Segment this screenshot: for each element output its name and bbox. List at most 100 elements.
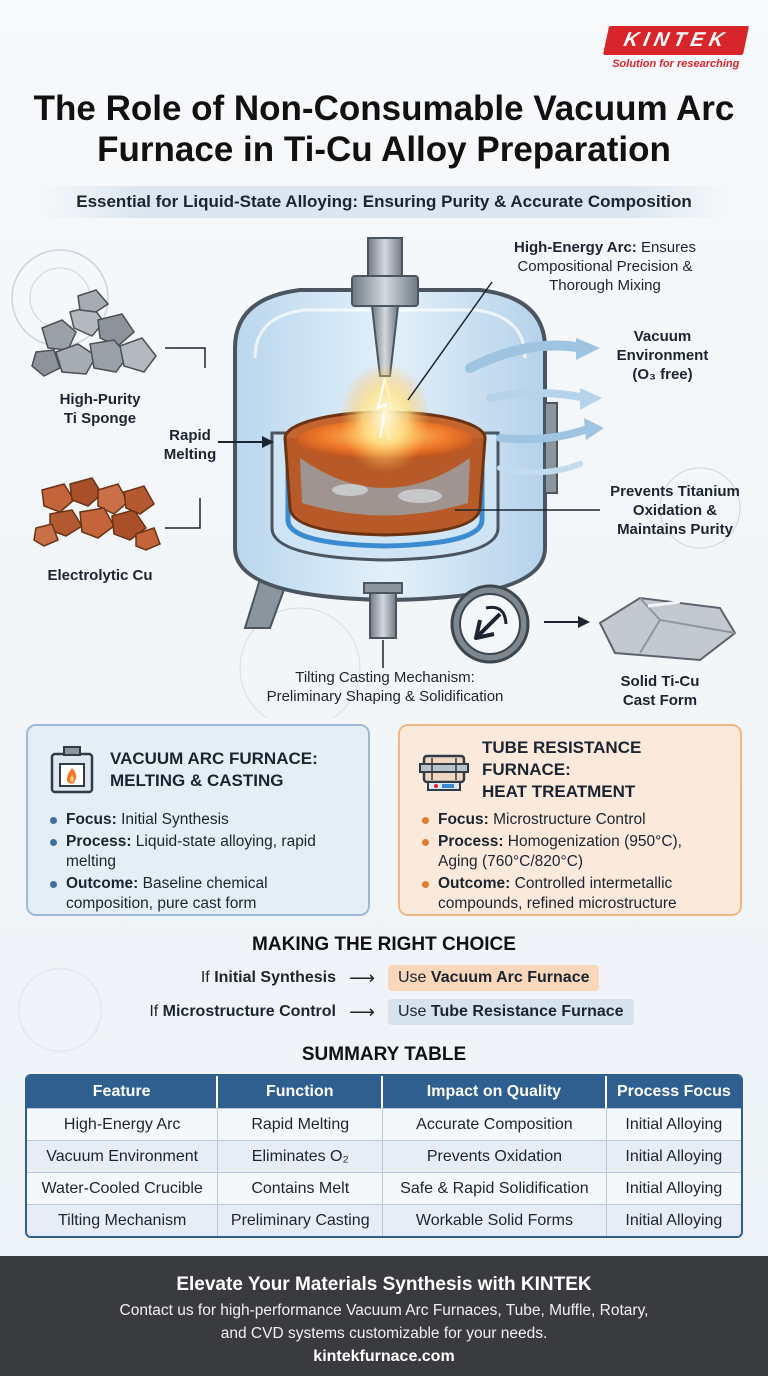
choice-if: If [149, 1003, 163, 1020]
arc-label-bold: High-Energy Arc: [514, 239, 637, 256]
list-item-value: Liquid-state alloying, rapid melting [66, 833, 316, 870]
vacuum-label-line2: Environment [616, 347, 709, 364]
brand-name: KINTEK [602, 26, 750, 55]
tilting-label: Tilting Casting Mechanism: Preliminary S… [230, 668, 540, 706]
list-item: Process: Liquid-state alloying, rapid me… [46, 832, 350, 872]
prevents-label-line2: Oxidation & [632, 502, 718, 519]
tube-furnace-title-line1: TUBE RESISTANCE FURNACE: [482, 738, 642, 779]
summary-heading: SUMMARY TABLE [301, 1044, 467, 1065]
table-cell: Eliminates O₂ [218, 1140, 384, 1172]
table-cell: Initial Alloying [606, 1172, 741, 1204]
column-header: Process Focus [606, 1076, 741, 1108]
prevents-oxidation-label: Prevents Titanium Oxidation & Maintains … [590, 482, 760, 539]
footer-text-line2: and CVD systems customizable for your ne… [220, 1325, 548, 1342]
brand-tagline: Solution for researching [612, 58, 740, 70]
table-cell: Initial Alloying [606, 1108, 741, 1140]
list-item-key: Focus: [66, 811, 117, 828]
ti-label-line1: High-Purity [59, 391, 141, 408]
list-item-key: Outcome: [66, 875, 139, 892]
footer-banner: Elevate Your Materials Synthesis with KI… [0, 1256, 768, 1376]
summary-table: Feature Function Impact on Quality Proce… [25, 1074, 743, 1238]
brand-logo[interactable]: KINTEK Solution for researching [602, 26, 750, 70]
table-cell: High-Energy Arc [27, 1108, 219, 1140]
list-item: Focus: Initial Synthesis [46, 810, 350, 830]
table-cell: Workable Solid Forms [383, 1204, 607, 1236]
table-cell: Prevents Oxidation [383, 1140, 607, 1172]
table-cell: Initial Alloying [606, 1204, 741, 1236]
table-cell: Tilting Mechanism [27, 1204, 219, 1236]
ti-label-line2: Ti Sponge [63, 410, 137, 427]
electrolytic-cu-label: Electrolytic Cu [47, 567, 153, 584]
choice-cond-text: Initial Synthesis [214, 969, 336, 986]
vacuum-label-line1: Vacuum [633, 328, 692, 345]
list-item: Focus: Microstructure Control [418, 810, 722, 830]
arc-label: High-Energy Arc: Ensures Compositional P… [470, 238, 740, 295]
column-header: Feature [27, 1076, 219, 1108]
table-cell: Preliminary Casting [218, 1204, 384, 1236]
rapid-label-line2: Melting [163, 446, 217, 463]
page-title: The Role of Non-Consumable Vacuum Arc Fu… [33, 89, 735, 169]
choice-target: Vacuum Arc Furnace [430, 969, 590, 986]
tube-furnace-card: TUBE RESISTANCE FURNACE: HEAT TREATMENT … [398, 724, 742, 916]
vacuum-arc-title-line1: VACUUM ARC FURNACE: [110, 749, 318, 768]
choice-recommendation: Use Vacuum Arc Furnace [388, 965, 600, 991]
list-item-value: Microstructure Control [488, 811, 646, 828]
rapid-melting-label: Rapid Melting [150, 426, 230, 464]
vacuum-arc-title-line2: MELTING & CASTING [110, 771, 284, 790]
list-item-value: Initial Synthesis [116, 811, 229, 828]
choice-if: If [200, 969, 215, 986]
list-item: Process: Homogenization (950°C), Aging (… [418, 832, 722, 872]
footer-website-link[interactable]: kintekfurnace.com [313, 1348, 455, 1365]
table-cell: Rapid Melting [218, 1108, 384, 1140]
choice-row-synthesis: If Initial Synthesis ⟶ Use Vacuum Arc Fu… [160, 964, 600, 992]
table-row: Water-Cooled Crucible Contains Melt Safe… [27, 1172, 741, 1204]
list-item-value: Baseline chemical composition, pure cast… [66, 875, 268, 912]
arc-label-text1: Ensures [636, 239, 696, 256]
vacuum-arc-card-title: VACUUM ARC FURNACE: MELTING & CASTING [110, 748, 318, 792]
table-cell: Accurate Composition [383, 1108, 607, 1140]
tube-furnace-card-header: TUBE RESISTANCE FURNACE: HEAT TREATMENT [418, 737, 722, 803]
vacuum-arc-card-header: VACUUM ARC FURNACE: MELTING & CASTING [46, 740, 350, 800]
footer-heading: Elevate Your Materials Synthesis with KI… [176, 1274, 592, 1295]
list-item-key: Outcome: [438, 875, 511, 892]
table-cell: Initial Alloying [606, 1140, 741, 1172]
list-item: Outcome: Baseline chemical composition, … [46, 874, 350, 914]
furnace-flame-icon [50, 746, 94, 794]
choice-heading: MAKING THE RIGHT CHOICE [252, 934, 516, 955]
tube-furnace-card-title: TUBE RESISTANCE FURNACE: HEAT TREATMENT [482, 737, 722, 803]
arrow-right-icon: ⟶ [349, 967, 375, 988]
choice-row-microstructure: If Microstructure Control ⟶ Use Tube Res… [144, 998, 634, 1026]
table-header-row: Feature Function Impact on Quality Proce… [27, 1076, 741, 1108]
solid-cast-label: Solid Ti-Cu Cast Form [600, 672, 720, 710]
list-item-value: Homogenization (950°C), Aging (760°C/820… [438, 833, 682, 870]
solid-label-line1: Solid Ti-Cu [620, 673, 700, 690]
furnace-diagram: High-Energy Arc: Ensures Compositional P… [0, 228, 768, 718]
column-header: Impact on Quality [383, 1076, 607, 1108]
list-item-key: Process: [66, 833, 132, 850]
tube-furnace-icon [419, 754, 469, 791]
page-subtitle: Essential for Liquid-State Alloying: Ens… [40, 186, 728, 218]
arc-label-text2: Compositional Precision & [517, 258, 693, 275]
arc-label-text3: Thorough Mixing [549, 277, 661, 294]
vacuum-label: Vacuum Environment (O₃ free) [600, 327, 725, 384]
footer-text-line1: Contact us for high-performance Vacuum A… [119, 1302, 649, 1319]
table-row: Tilting Mechanism Preliminary Casting Wo… [27, 1204, 741, 1236]
list-item-key: Process: [438, 833, 504, 850]
table-cell: Vacuum Environment [27, 1140, 219, 1172]
prevents-label-line1: Prevents Titanium [610, 483, 740, 500]
tilting-label-line2: Preliminary Shaping & Solidification [266, 688, 504, 705]
furnace-illustration [11, 237, 741, 718]
list-item-value: Controlled intermetallic compounds, refi… [438, 875, 677, 912]
tilting-label-line1: Tilting Casting Mechanism: [295, 669, 475, 686]
choice-use: Use [398, 969, 431, 986]
table-cell: Water-Cooled Crucible [27, 1172, 219, 1204]
choice-use: Use [398, 1003, 431, 1020]
choice-condition: If Microstructure Control [144, 1003, 336, 1021]
column-header: Function [218, 1076, 384, 1108]
prevents-label-line3: Maintains Purity [617, 521, 733, 538]
table-row: High-Energy Arc Rapid Melting Accurate C… [27, 1108, 741, 1140]
table-cell: Contains Melt [218, 1172, 384, 1204]
vacuum-label-line3: (O₃ free) [632, 366, 693, 383]
list-item: Outcome: Controlled intermetallic compou… [418, 874, 722, 914]
vacuum-arc-list: Focus: Initial Synthesis Process: Liquid… [46, 810, 350, 914]
